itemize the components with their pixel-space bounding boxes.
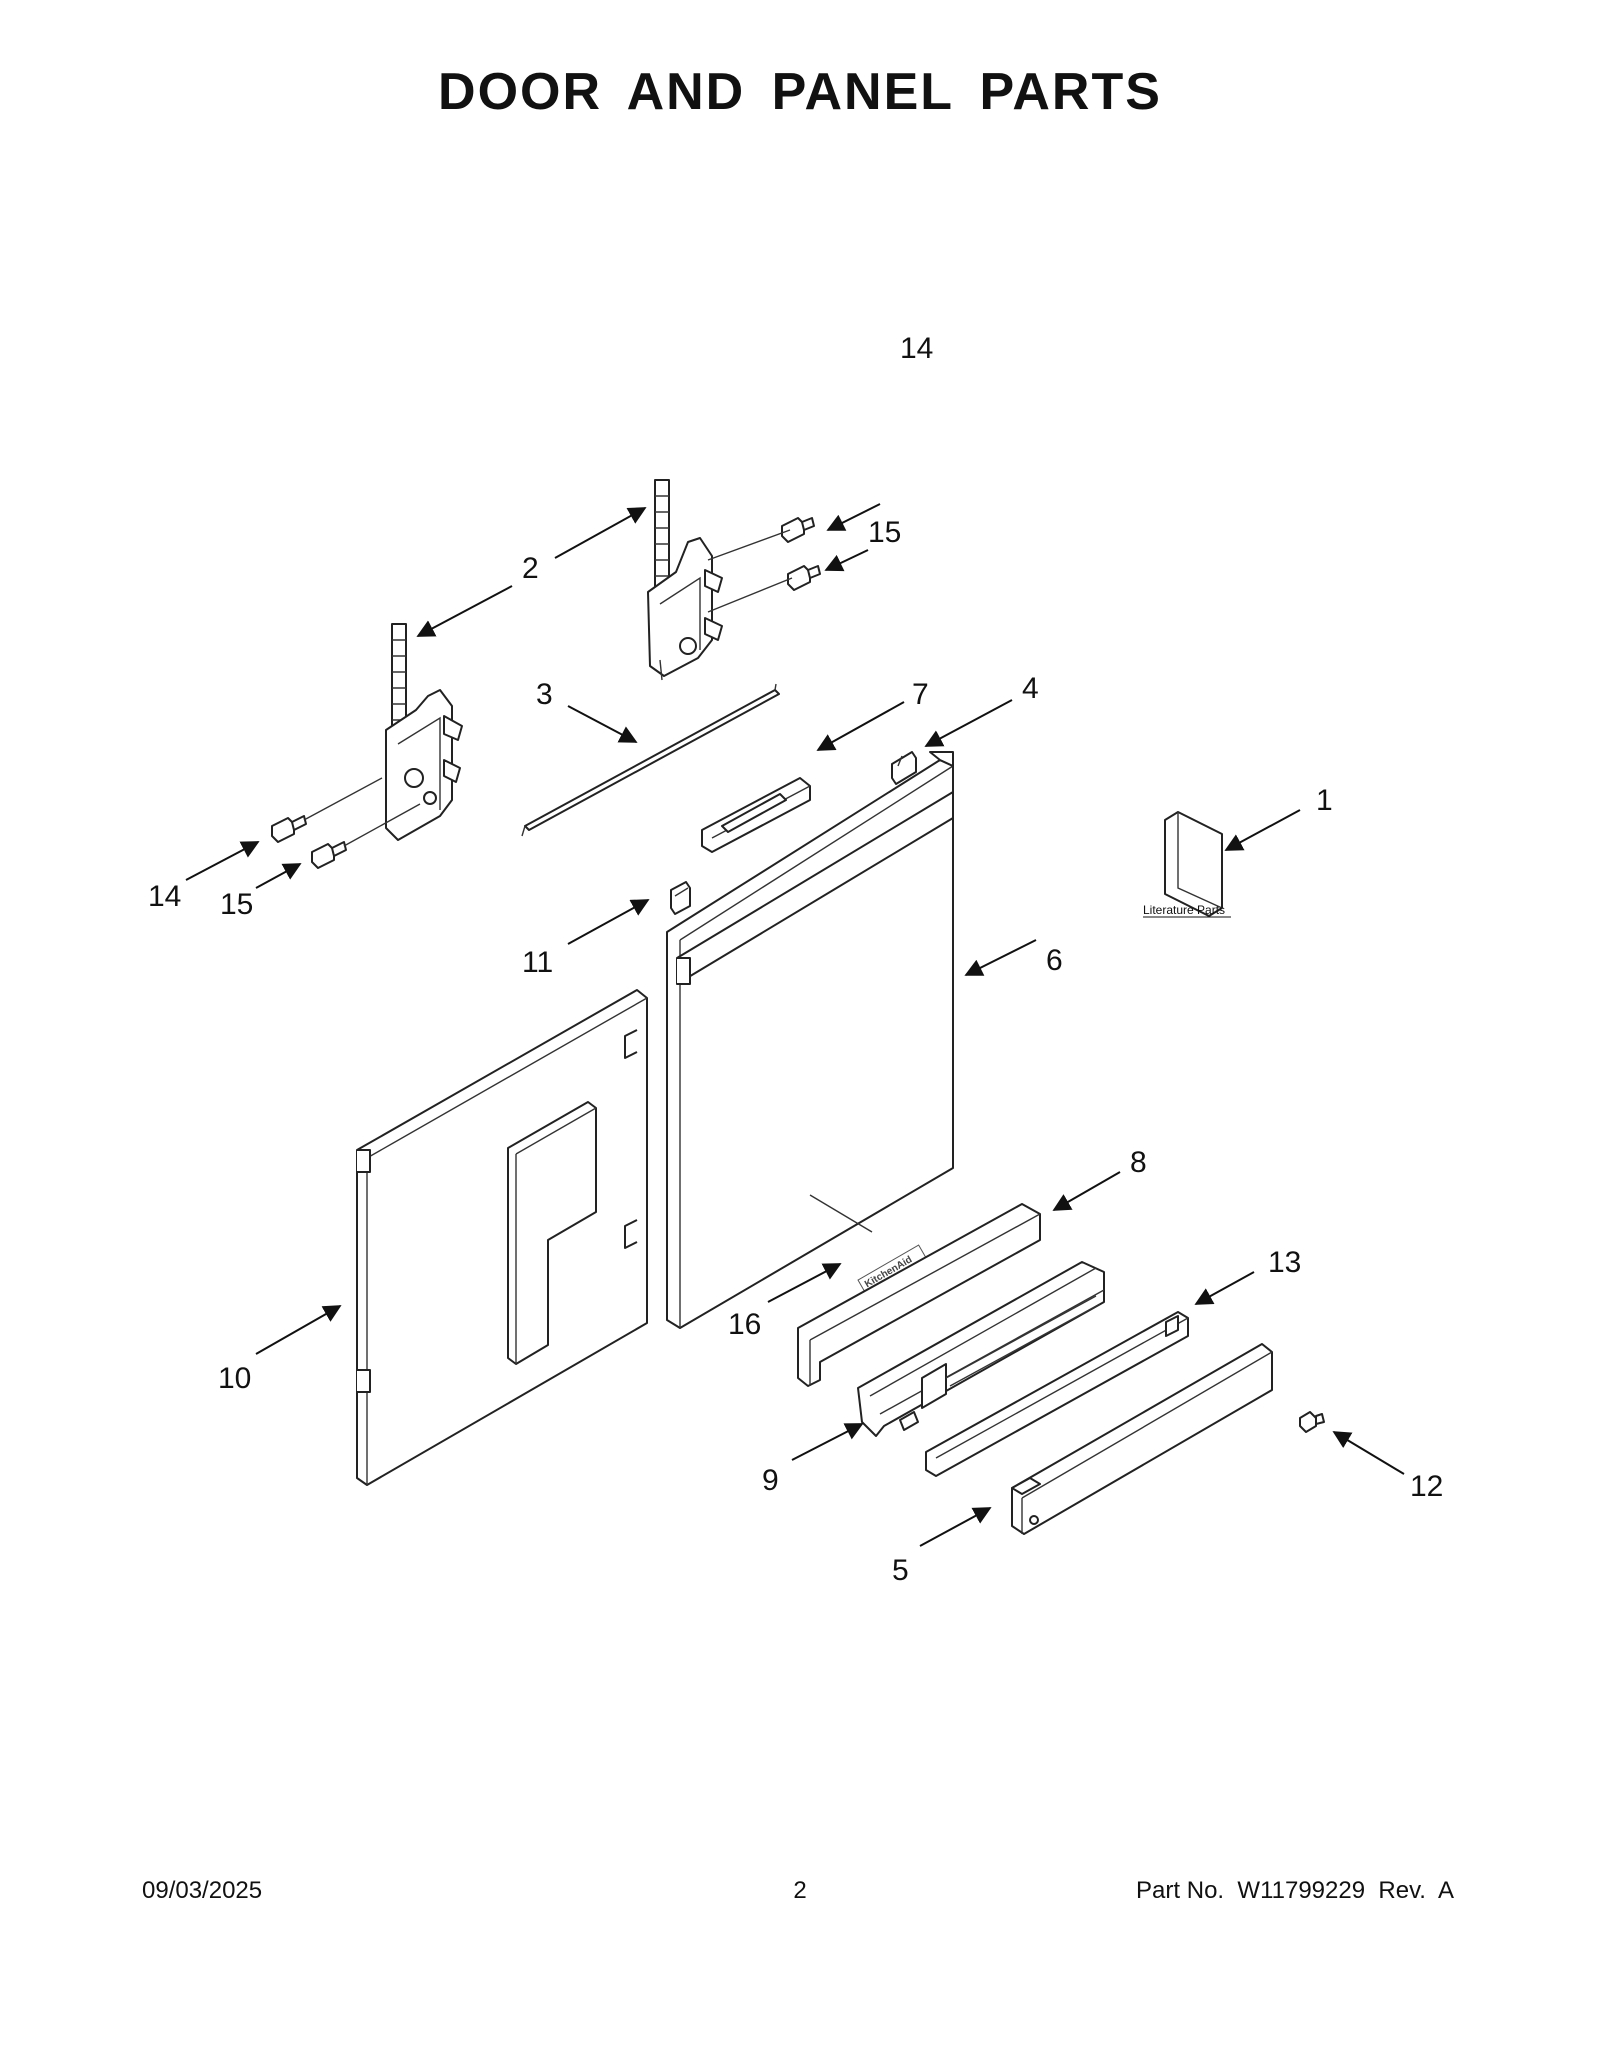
part-2-hinge-left (385, 623, 463, 841)
callout-10: 10 (218, 1362, 251, 1395)
callout-15-top: 15 (868, 516, 901, 549)
part-5-toe-kick (1011, 1343, 1273, 1535)
part-10-inner-panel (356, 989, 648, 1486)
page-title: DOOR AND PANEL PARTS (438, 63, 1162, 121)
part-8-foam-strip (797, 1203, 1041, 1387)
part-3-rod (521, 683, 780, 837)
footer-date: 09/03/2025 (142, 1877, 263, 1904)
callout-numbers: 14 15 2 3 7 4 1 6 11 14 15 8 13 16 10 9 … (148, 332, 1443, 1587)
part-12-screw (1299, 1411, 1325, 1433)
screws-left (271, 815, 347, 869)
part-13-strip (925, 1311, 1189, 1477)
callout-11: 11 (522, 946, 553, 979)
footer-page-number: 2 (793, 1877, 807, 1904)
callout-8: 8 (1130, 1146, 1147, 1179)
callout-15-left: 15 (220, 888, 253, 921)
callout-2: 2 (522, 552, 539, 585)
callout-12: 12 (1410, 1470, 1443, 1503)
callout-14-top: 14 (900, 332, 933, 365)
callout-4: 4 (1022, 672, 1039, 705)
callout-16: 16 (728, 1308, 761, 1341)
part-9-channel (857, 1261, 1105, 1437)
literature-parts-label: Literature Parts (1143, 903, 1225, 917)
callout-1: 1 (1316, 784, 1333, 817)
callout-3: 3 (536, 678, 553, 711)
part-4-clip (891, 751, 917, 785)
callout-9: 9 (762, 1464, 779, 1497)
part-11-clip (670, 881, 691, 915)
callout-7: 7 (912, 678, 929, 711)
callout-5: 5 (892, 1554, 909, 1587)
part-2-hinge-right (647, 479, 723, 681)
footer-part-number: Part No. W11799229 Rev. A (1136, 1877, 1454, 1904)
screws-right (781, 517, 821, 591)
part-6-outer-door: KitchenAid (666, 751, 954, 1329)
part-7-bracket (701, 777, 811, 853)
callout-6: 6 (1046, 944, 1063, 977)
callout-14-left: 14 (148, 880, 181, 913)
callout-13: 13 (1268, 1246, 1301, 1279)
leader-lines (185, 503, 1405, 1547)
part-1-literature: Literature Parts (1143, 811, 1231, 918)
